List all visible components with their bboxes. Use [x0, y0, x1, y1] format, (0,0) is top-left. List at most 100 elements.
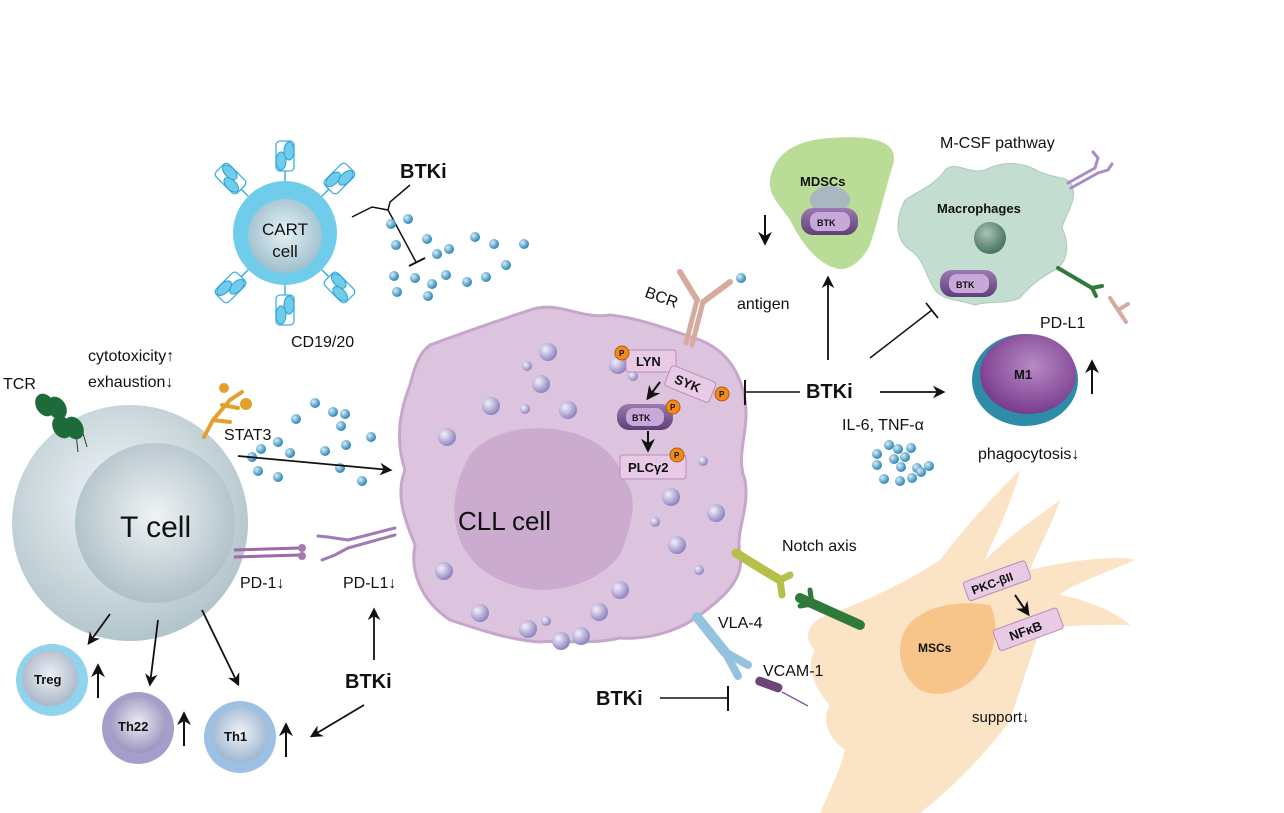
cytokine-dot — [924, 461, 934, 471]
cytokine-dot — [441, 270, 451, 280]
lyn-label: LYN — [636, 354, 661, 369]
cytokine-dot — [341, 440, 351, 450]
granule — [471, 604, 489, 622]
cytokine-dot — [895, 476, 905, 486]
car-receptor-icon — [321, 162, 356, 197]
syk-to-btk-arrow — [646, 381, 661, 401]
cytokine-dot — [462, 277, 472, 287]
cytokine-dot — [357, 476, 367, 486]
cytokine-dot — [423, 291, 433, 301]
cytokine-dot — [889, 454, 899, 464]
granule — [435, 562, 453, 580]
car-receptor-icon — [214, 162, 249, 197]
granule — [532, 375, 550, 393]
t-cell: T cell TCR cytotoxicity↑ exhaustion↓ STA… — [3, 348, 397, 641]
stat3-icon — [202, 383, 252, 439]
m1-label: M1 — [1014, 367, 1032, 382]
btki-drug-icon — [351, 184, 411, 218]
granule — [609, 356, 627, 374]
th22-cell: Th22 — [102, 692, 174, 764]
granule — [522, 361, 532, 371]
btki-label-center: BTKi — [806, 381, 853, 403]
macrophage-label: Macrophages — [937, 201, 1021, 216]
cytokine-dot — [501, 260, 511, 270]
granule — [668, 536, 686, 554]
cart-label-line1: CART — [262, 220, 308, 239]
cytokine-dot — [273, 472, 283, 482]
tcr-receptor-icon — [35, 393, 88, 453]
cytokine-dot — [444, 244, 454, 254]
btki-label-bottom-left: BTKi — [345, 671, 392, 693]
cytokine-dot — [872, 449, 882, 459]
cll-nucleus — [454, 428, 633, 590]
car-receptor-icon — [214, 269, 249, 304]
cytokine-cluster-il6 — [872, 440, 934, 486]
cytokine-dot — [340, 409, 350, 419]
granule — [650, 517, 660, 527]
cart-label-line2: cell — [272, 242, 298, 261]
phospho-icon: P — [670, 403, 676, 412]
granule — [552, 632, 570, 650]
cll-cell: CLL cell — [398, 305, 748, 650]
granule — [590, 603, 608, 621]
inhibit-bar — [925, 302, 939, 319]
cart-receptors — [214, 140, 356, 326]
pd1-label: PD-1↓ — [240, 575, 284, 592]
cll-label: CLL cell — [458, 506, 551, 536]
mdsc-cell: BTK MDSCs — [769, 137, 895, 270]
th1-label: Th1 — [224, 729, 247, 744]
cytokine-dot — [366, 432, 376, 442]
cytokine-dot — [872, 460, 882, 470]
granule — [707, 504, 725, 522]
tcell-to-th1-arrow — [201, 609, 240, 687]
cytokine-dot — [907, 473, 917, 483]
granule — [662, 488, 680, 506]
th1-cell: Th1 — [204, 701, 276, 773]
cll-granules — [435, 343, 725, 650]
car-receptor-icon — [275, 140, 295, 181]
cytokine-dot — [310, 398, 320, 408]
granule — [611, 581, 629, 599]
mcsf-pathway-label: M-CSF pathway — [940, 135, 1055, 152]
antigen-label: antigen — [737, 296, 790, 313]
granule — [628, 371, 638, 381]
cytokine-dot — [285, 448, 295, 458]
notch-axis-label: Notch axis — [782, 538, 857, 555]
notch-receptor-icon — [795, 587, 865, 630]
btk-cll-label: BTK — [632, 413, 651, 423]
signaling-cascade: LYN SYK BTK PLCγ2 P P P P — [614, 345, 730, 480]
tcell-to-th22-arrow — [144, 619, 159, 687]
mdsc-label: MDSCs — [800, 174, 846, 189]
granule — [698, 456, 708, 466]
stat3-label: STAT3 — [224, 427, 272, 444]
cytokine-dot — [386, 219, 396, 229]
btki-label-bottom: BTKi — [596, 688, 643, 710]
plcg2-box — [619, 454, 687, 480]
granule — [559, 401, 577, 419]
pd1-receptor — [233, 544, 306, 560]
phospho-icon: P — [619, 349, 625, 358]
btki-to-th1-arrow — [309, 704, 365, 738]
cytokine-dot — [893, 444, 903, 454]
granule — [482, 397, 500, 415]
granule — [438, 428, 456, 446]
btki-inhibit-cart-line — [387, 209, 417, 263]
cytokine-dot — [427, 279, 437, 289]
cytokine-dot — [906, 443, 916, 453]
cytokine-dot — [410, 273, 420, 283]
inhibit-bar — [408, 257, 426, 267]
cytokine-dot — [879, 474, 889, 484]
pdl1-cll-label: PD-L1↓ — [343, 575, 396, 592]
mcsf-receptor-icon — [1066, 150, 1114, 190]
cytokine-dot — [291, 414, 301, 424]
cytokine-dot — [884, 440, 894, 450]
cytokine-dot — [489, 239, 499, 249]
cytokine-dot — [273, 437, 283, 447]
notch-ligand-icon — [731, 548, 794, 599]
pkc-to-nfkb-arrow — [1014, 594, 1030, 617]
phospho-icon: P — [674, 451, 680, 460]
car-receptor-icon — [275, 285, 295, 326]
pdl1-receptor-cll — [316, 526, 397, 562]
granule — [519, 620, 537, 638]
